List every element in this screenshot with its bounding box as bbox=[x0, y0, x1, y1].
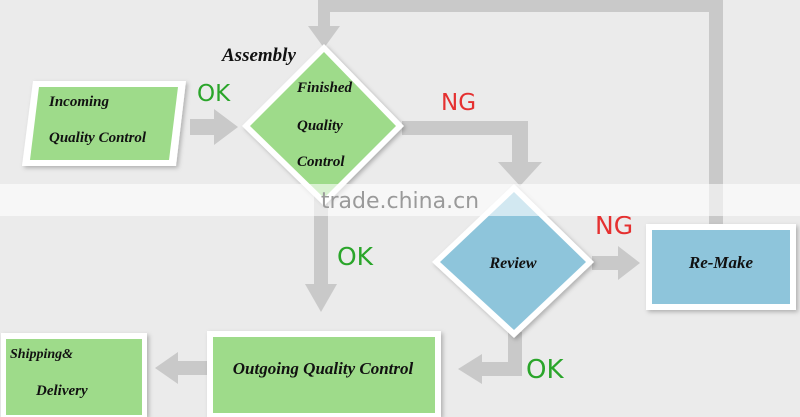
review-node-shape bbox=[440, 192, 586, 330]
shipping-label-line2: Delivery bbox=[35, 383, 88, 399]
review-to-outgoing-arrowhead bbox=[458, 354, 482, 384]
remake-node-shape bbox=[652, 230, 790, 304]
finished-to-review-shaft-h bbox=[402, 121, 528, 135]
edge-label-incoming-ok: OK bbox=[197, 81, 231, 107]
remake-node: Re-Make bbox=[646, 224, 796, 310]
incoming-to-finished-shaft bbox=[190, 119, 216, 135]
outgoing-quality-control-node: Outgoing Quality Control bbox=[207, 331, 441, 417]
edge-label-finished-ng: NG bbox=[441, 90, 476, 116]
finished-label-line3: Control bbox=[297, 154, 345, 170]
outgoing-to-shipping-arrowhead bbox=[155, 352, 178, 384]
review-label: Review bbox=[488, 255, 536, 272]
edge-label-review-ok: OK bbox=[526, 355, 564, 385]
remake-label: Re-Make bbox=[688, 253, 754, 272]
shipping-delivery-node: Shipping& Delivery bbox=[1, 333, 147, 417]
remake-loop-arrowhead bbox=[308, 26, 340, 48]
outgoing-label: Outgoing Quality Control bbox=[233, 359, 414, 378]
review-node: Review bbox=[432, 184, 594, 338]
remake-loop-vertical bbox=[709, 0, 723, 228]
shipping-label-line1: Shipping& bbox=[10, 347, 73, 362]
finished-to-review-arrowhead bbox=[498, 162, 542, 186]
review-to-remake-shaft bbox=[592, 256, 620, 270]
review-to-remake-arrowhead bbox=[618, 246, 640, 280]
shipping-node-shape bbox=[6, 339, 142, 415]
finished-label-line2: Quality bbox=[297, 118, 343, 134]
outgoing-to-shipping-shaft bbox=[170, 361, 208, 375]
finished-label-line1: Finished bbox=[296, 80, 353, 96]
incoming-label-line2: Quality Control bbox=[49, 130, 147, 146]
watermark-text: trade.china.cn bbox=[321, 189, 479, 214]
incoming-node-shape bbox=[30, 87, 178, 160]
remake-loop-down bbox=[318, 0, 330, 28]
finished-node-shape bbox=[250, 52, 396, 198]
assembly-caption: Assembly bbox=[221, 45, 296, 66]
watermark-band bbox=[0, 184, 800, 216]
remake-loop-horizontal bbox=[318, 0, 723, 12]
incoming-label-line1: Incoming bbox=[48, 94, 110, 110]
finished-to-review-shaft-v bbox=[512, 121, 528, 165]
incoming-to-finished-arrowhead bbox=[214, 109, 238, 145]
finished-quality-control-node: Finished Quality Control bbox=[242, 44, 404, 206]
incoming-quality-control-node: Incoming Quality Control bbox=[22, 81, 186, 166]
review-to-outgoing-shaft-h bbox=[478, 362, 522, 376]
edge-label-finished-ok: OK bbox=[337, 242, 374, 271]
outgoing-node-shape bbox=[213, 337, 435, 413]
finished-to-outgoing-arrowhead bbox=[305, 284, 337, 312]
